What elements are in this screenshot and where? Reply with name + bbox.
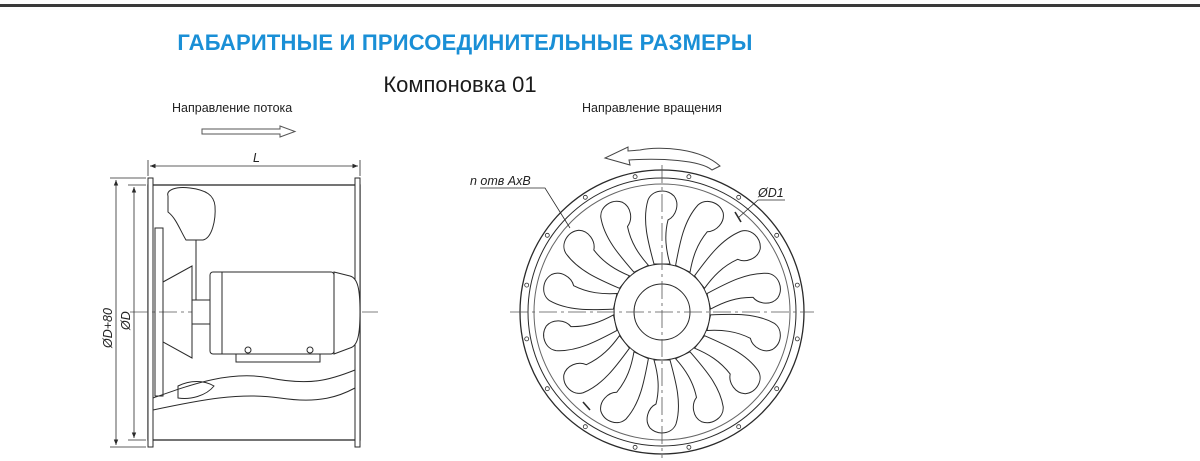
side-view	[110, 125, 378, 448]
support-strut	[152, 369, 356, 399]
flange-hole	[582, 194, 588, 200]
blade-bottom	[177, 381, 215, 399]
impeller-blade	[675, 200, 724, 273]
flange-hole	[736, 194, 742, 200]
impeller-blade	[600, 200, 650, 273]
impeller-blades	[543, 190, 781, 434]
mount-bolt-2	[306, 346, 314, 354]
flange-hole	[632, 444, 638, 450]
flange-hole	[794, 336, 800, 342]
impeller-blade	[706, 272, 781, 310]
flange-hole	[544, 232, 550, 238]
dim-length-label: L	[253, 151, 260, 165]
flange-hole	[524, 282, 530, 288]
holes-label: n отв AxB	[470, 174, 531, 188]
flange-hole	[774, 232, 780, 238]
impeller-blade	[693, 335, 761, 395]
dim-inner-label: ØD	[119, 311, 133, 331]
impeller-blade	[600, 351, 649, 424]
impeller-blade	[645, 190, 678, 265]
flange-hole	[544, 386, 550, 392]
flange-hole	[582, 424, 588, 430]
flange-hole	[632, 174, 638, 180]
front-view	[480, 146, 814, 458]
motor-end-cap	[333, 271, 361, 355]
page-title: ГАБАРИТНЫЕ И ПРИСОЕДИНИТЕЛЬНЫЕ РАЗМЕРЫ	[177, 30, 753, 55]
d1-leader	[737, 199, 785, 219]
flange-hole	[524, 336, 530, 342]
holes-leader	[480, 187, 571, 229]
impeller-blade	[693, 230, 761, 290]
blade-top	[167, 187, 216, 241]
flange-hole	[686, 174, 692, 180]
impeller-blade	[563, 229, 631, 289]
flow-direction-label: Направление потока	[172, 101, 293, 115]
top-rule	[0, 4, 1200, 7]
motor-body	[209, 271, 335, 355]
shaft-coupling	[191, 299, 211, 325]
d1-label: ØD1	[757, 186, 784, 200]
impeller-blade	[674, 351, 724, 424]
flange-hole	[686, 444, 692, 450]
impeller-blade	[543, 314, 618, 352]
flange-holes	[524, 174, 800, 450]
dim-outer-label: ØD+80	[101, 308, 115, 349]
inlet-flange	[147, 177, 154, 448]
motor-mount	[235, 354, 321, 363]
mount-bolt-1	[244, 346, 252, 354]
impeller-blade	[543, 272, 618, 311]
rotation-direction-label: Направление вращения	[582, 101, 722, 115]
flange-hole	[794, 282, 800, 288]
impeller-blade	[646, 359, 679, 434]
impeller-blade	[563, 334, 631, 394]
flow-arrow	[201, 125, 297, 138]
layout-subtitle: Компоновка 01	[383, 72, 537, 97]
flange-hole	[736, 424, 742, 430]
flange-hole	[774, 386, 780, 392]
impeller-blade	[706, 313, 781, 352]
rotation-arrow	[603, 146, 721, 171]
